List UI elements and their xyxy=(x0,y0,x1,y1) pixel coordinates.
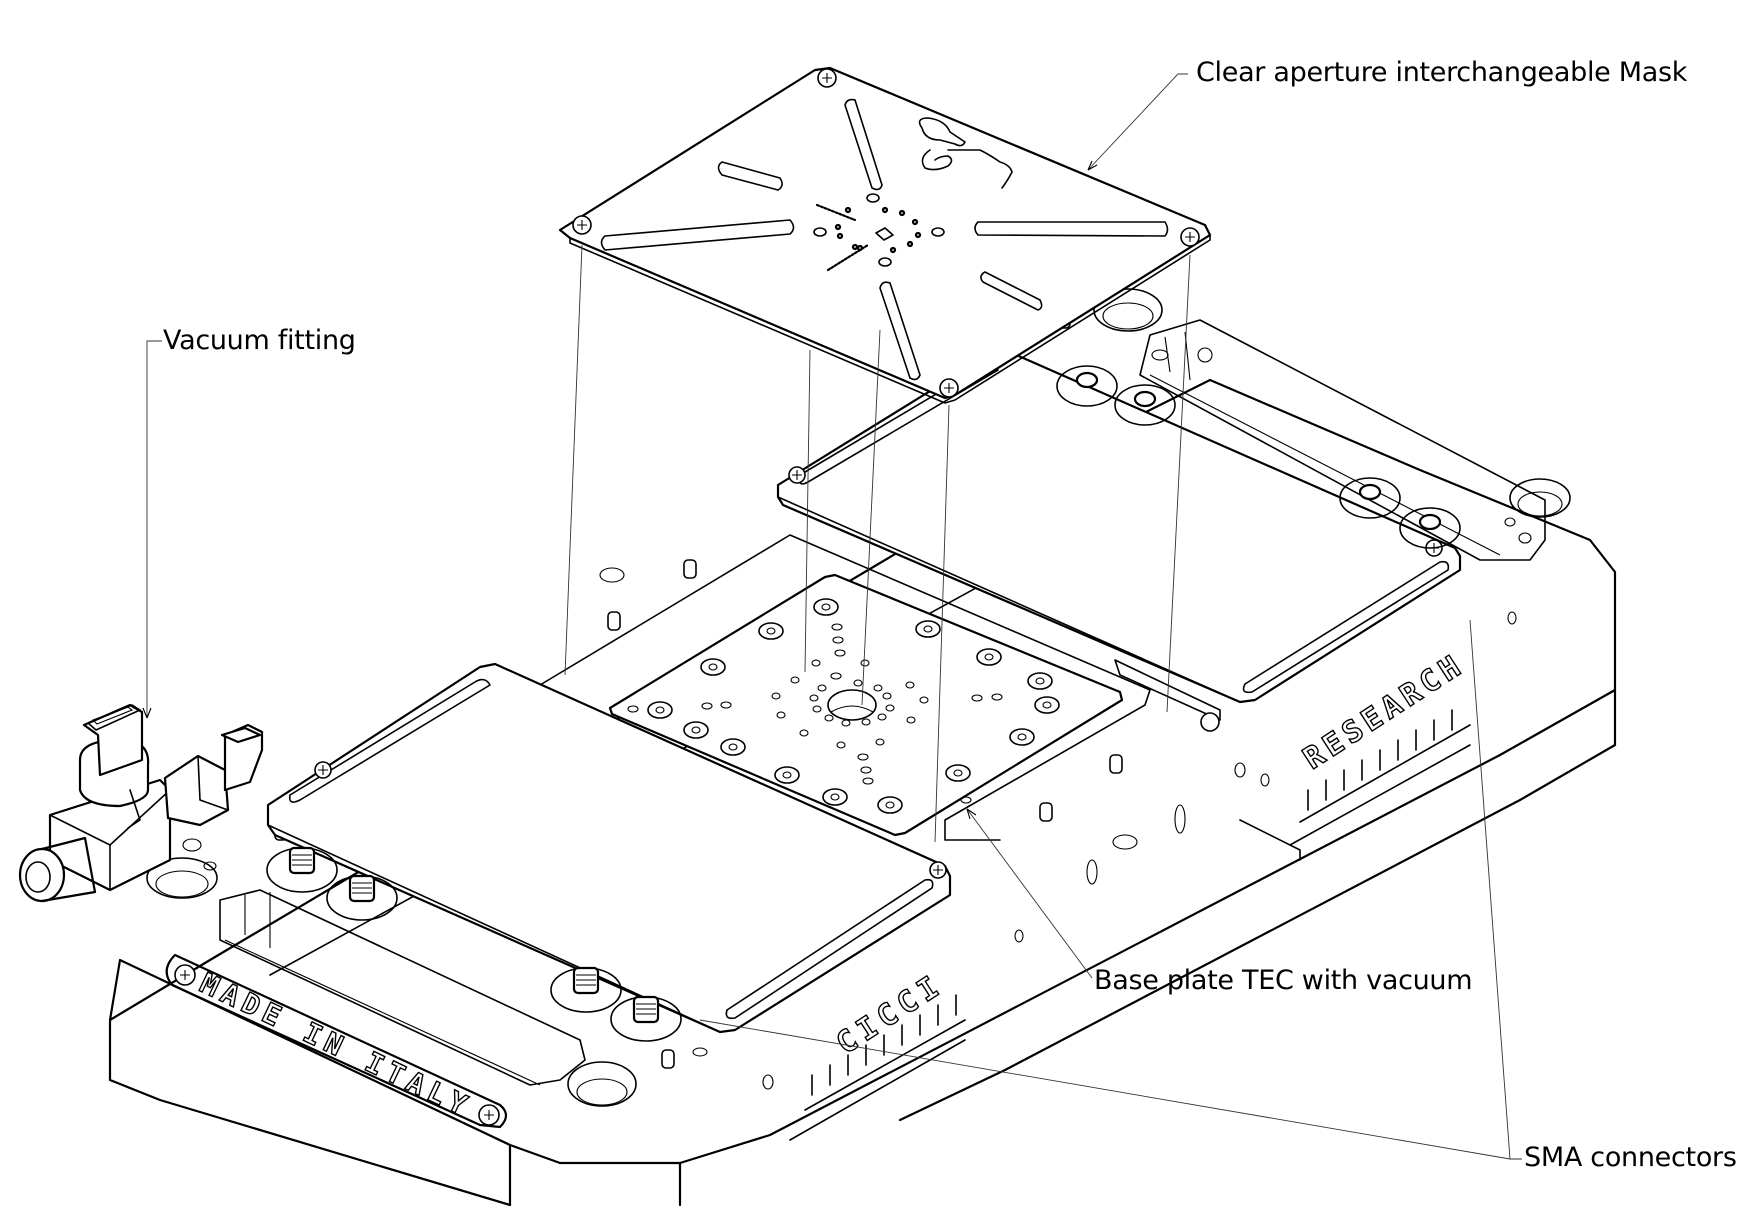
sma-connector xyxy=(1056,365,1118,407)
interchangeable-mask xyxy=(558,66,1212,404)
callout-vacuum-fitting: Vacuum fitting xyxy=(163,325,356,356)
sma-connector xyxy=(1114,384,1176,426)
sma-connector xyxy=(1339,477,1401,519)
vacuum-hole-pattern xyxy=(627,623,1003,804)
right-tec-module xyxy=(776,348,1462,732)
plate-screws xyxy=(647,598,1060,814)
counterbored-holes xyxy=(146,288,1571,1107)
small-holes xyxy=(182,349,1532,1090)
callout-mask: Clear aperture interchangeable Mask xyxy=(1196,57,1688,88)
vent-fins-left xyxy=(789,994,966,1141)
vacuum-fitting xyxy=(18,703,264,903)
center-vacuum-hole xyxy=(827,689,877,721)
tec-base-plate xyxy=(539,534,1151,841)
leader-lines xyxy=(142,73,1522,1160)
callout-sma-connectors: SMA connectors xyxy=(1524,1142,1737,1173)
sma-connector xyxy=(266,846,338,893)
left-slot xyxy=(219,889,586,1086)
left-tec-module xyxy=(266,662,952,1034)
explode-lines xyxy=(564,244,1191,843)
sma-connector xyxy=(550,966,622,1013)
sma-connector xyxy=(326,874,398,921)
vent-fins-right xyxy=(1239,709,1471,861)
sma-connectors xyxy=(266,365,1461,1042)
sma-connector xyxy=(1399,507,1461,549)
sma-connector xyxy=(610,995,682,1042)
callout-base-plate: Base plate TEC with vacuum xyxy=(1094,965,1473,996)
mask-screws xyxy=(572,68,1200,398)
